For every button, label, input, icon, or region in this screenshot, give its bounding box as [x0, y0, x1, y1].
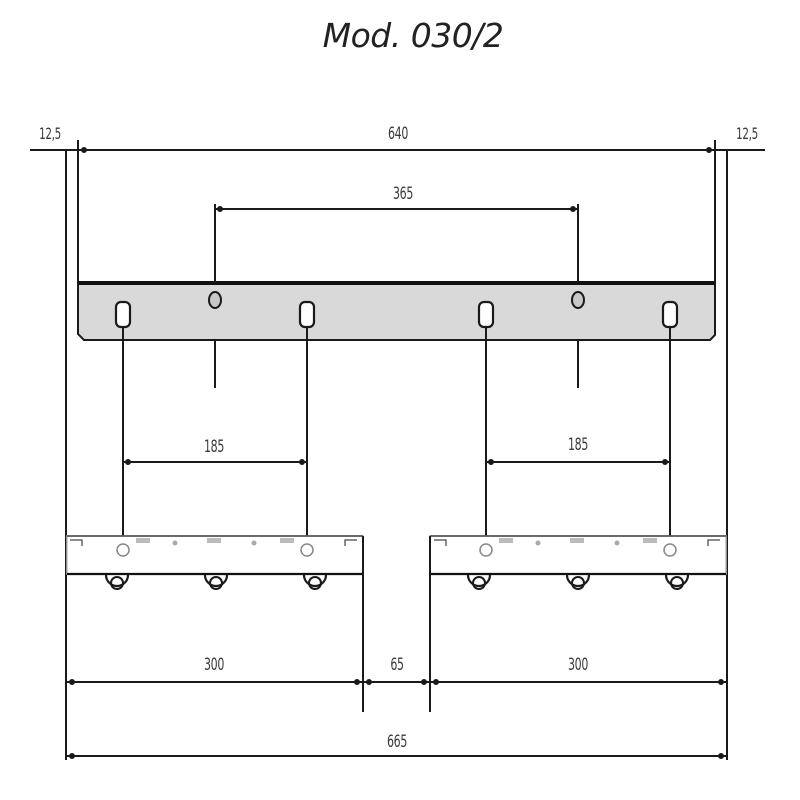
drawing-title: Mod. 030/2: [322, 16, 504, 55]
mounting-bar: [77, 281, 716, 341]
dimension-right-plate: 300: [568, 655, 588, 675]
dimension-right-pair: 185: [568, 435, 588, 455]
fixing-hole-left: [208, 291, 222, 309]
slot-3: [477, 300, 495, 329]
dimension-top-width: 640: [388, 124, 408, 144]
slot-4: [661, 300, 679, 329]
slot-1: [114, 300, 132, 329]
slot-2: [298, 300, 316, 329]
left-plate: [66, 535, 364, 712]
dimension-fixing-holes: 365: [393, 184, 413, 204]
fixing-hole-right: [571, 291, 585, 309]
dimension-left-plate: 300: [204, 655, 224, 675]
dimension-overall-width: 665: [387, 732, 407, 752]
dimension-gap: 65: [390, 655, 404, 675]
dimension-left-pair: 185: [204, 437, 224, 457]
right-plate: [429, 535, 727, 712]
dimension-left-offset: 12,5: [39, 124, 61, 143]
dimension-right-offset: 12,5: [736, 124, 758, 143]
